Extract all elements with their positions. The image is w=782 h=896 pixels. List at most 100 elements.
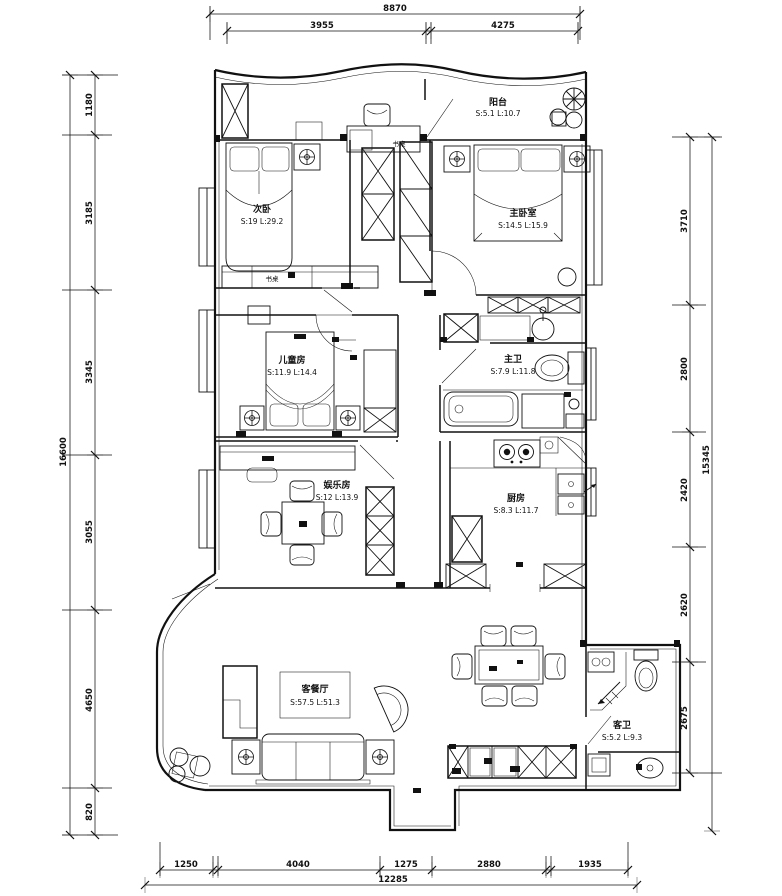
dining-table-icon	[451, 625, 566, 707]
room-area-guest-bath: S:5.2 L:9.3	[602, 733, 642, 742]
room-name-master-bath: 主卫	[504, 353, 522, 365]
cabinet	[295, 121, 323, 141]
door-living-bay	[171, 583, 211, 600]
window-desk: 书桌	[221, 265, 379, 289]
room-balcony: 阳台 S:5.1 L:10.7	[475, 87, 586, 129]
dim-right-seg1: 3710	[680, 209, 690, 233]
room-name-balcony: 阳台	[489, 96, 507, 108]
dim-right-seg4: 2620	[680, 593, 690, 617]
small-basin-icon	[565, 398, 585, 429]
dim-left-seg5: 4650	[85, 688, 95, 712]
room-name-kitchen: 厨房	[507, 492, 525, 504]
room-area-balcony: S:5.1 L:10.7	[475, 109, 520, 118]
room-area-rec: S:12 L:13.9	[316, 493, 359, 502]
room-rec: 娱乐房 S:12 L:13.9	[219, 445, 395, 576]
floor-drain	[587, 753, 611, 777]
outer-walls	[155, 63, 682, 832]
wardrobe-icon	[363, 349, 397, 433]
dim-right-total: 15345	[702, 445, 712, 475]
room-area-kids: S:11.9 L:14.4	[267, 368, 317, 377]
side-table	[247, 305, 271, 325]
room-name-guest-bath: 客卫	[612, 719, 631, 731]
nightstand	[443, 145, 471, 173]
room-name-living: 客餐厅	[300, 683, 328, 695]
bed-icon	[225, 142, 293, 272]
door-guest-bath	[587, 715, 612, 745]
nightstand	[293, 143, 321, 171]
dim-left-seg1: 1180	[85, 93, 95, 117]
vanity-icon	[587, 651, 615, 673]
dim-right-seg5: 2675	[680, 706, 690, 730]
bed-icon	[473, 144, 563, 242]
shower-icon	[590, 652, 627, 711]
door-master-bedroom	[431, 250, 477, 296]
corner-counter	[539, 436, 587, 465]
pedestal-basin-icon	[636, 757, 664, 779]
label-box	[279, 671, 351, 719]
room-name-kids: 儿童房	[277, 354, 305, 366]
dim-bottom-seg3: 1275	[394, 860, 418, 870]
toilet-icon	[534, 351, 585, 385]
door-master-bath	[441, 348, 477, 384]
base-cabinets	[445, 563, 587, 589]
room-name-rec: 娱乐房	[323, 479, 350, 491]
door-kids-room	[315, 314, 353, 352]
dim-right-seg3: 2420	[680, 478, 690, 502]
tray	[246, 467, 278, 483]
room-master-bath: 主卫 S:7.9 L:11.8	[443, 306, 585, 429]
room-area-living: S:57.5 L:51.3	[290, 698, 340, 707]
closets-center	[361, 141, 433, 283]
door-rec-room	[359, 444, 395, 480]
dimension-chain-bottom: 1250 4040 1275 2880 1935 12285	[140, 842, 642, 894]
dim-right-seg2: 2800	[680, 357, 690, 381]
entry-cabinet-icon	[447, 745, 577, 779]
dim-bottom-seg5: 1935	[578, 860, 602, 870]
dim-top-seg1: 3955	[310, 21, 334, 31]
duct-shaft	[221, 83, 249, 139]
room-living-dining: 客餐厅 S:57.5 L:51.3	[168, 625, 577, 785]
armchair-icon	[373, 685, 409, 733]
sofa-icon	[255, 733, 371, 785]
nightstand	[239, 405, 265, 431]
tv-cabinet-icon	[222, 665, 258, 739]
stool-icon	[557, 267, 577, 287]
nightstand	[335, 405, 361, 431]
room-secondary-bedroom: 次卧 S:19 L:29.2 书桌	[221, 142, 379, 289]
dimension-chain-top: 8870 3955 4275	[205, 4, 585, 44]
dim-left-seg3: 3345	[85, 360, 95, 384]
end-table	[231, 739, 261, 775]
dim-bottom-seg1: 1250	[174, 860, 198, 870]
dim-bottom-seg4: 2880	[477, 860, 501, 870]
door-balcony	[426, 98, 454, 138]
toilet-icon	[633, 649, 659, 692]
plant-icon	[168, 747, 211, 783]
room-area-master-bath: S:7.9 L:11.8	[490, 367, 535, 376]
hall-cabinets	[487, 296, 581, 314]
washing-machine-icon	[443, 313, 479, 343]
wardrobe-icon	[399, 141, 433, 283]
interior-walls	[215, 79, 680, 790]
dim-left-total: 16600	[59, 437, 69, 467]
plant-icon	[549, 87, 586, 129]
dim-bottom-total: 12285	[378, 875, 408, 885]
laundry-counter	[479, 315, 531, 341]
door-secondary-bedroom	[323, 289, 353, 313]
room-master-bedroom: 主卧室 S:14.5 L:15.9	[443, 144, 591, 287]
dim-left-seg2: 3185	[85, 201, 95, 225]
room-area-kitchen: S:8.3 L:11.7	[493, 506, 538, 515]
ceiling-light-icon	[299, 149, 315, 165]
dim-left-seg4: 3055	[85, 520, 95, 544]
sink-icon	[557, 473, 597, 515]
dim-top-total: 8870	[383, 4, 407, 14]
game-table-icon	[260, 480, 343, 566]
door-kitchen	[489, 584, 541, 592]
dimension-chain-left: 16600 1180 3185 3345 3055 4650 820	[59, 70, 118, 840]
desk-chair	[363, 103, 391, 127]
top-strip: 书桌	[221, 83, 421, 153]
bay-windows	[198, 149, 603, 549]
dim-bottom-seg2: 4040	[286, 860, 310, 870]
dimension-chain-right: 3710 2800 2420 2620 2675 15345	[672, 132, 722, 836]
bed-icon	[265, 331, 335, 431]
